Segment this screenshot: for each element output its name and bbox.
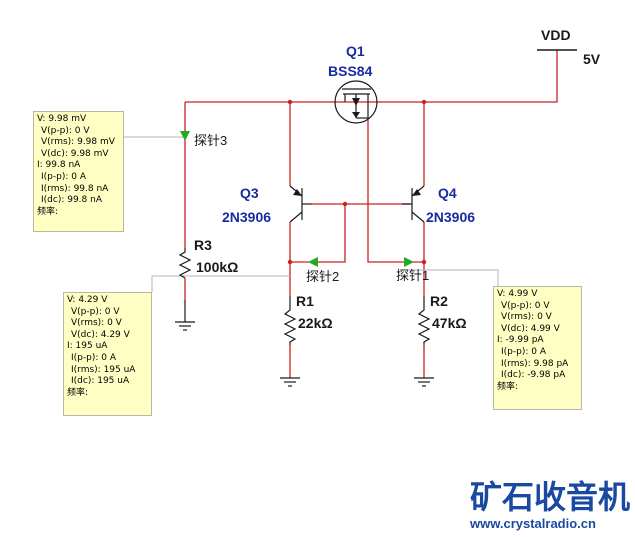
q1-mosfet[interactable] (334, 80, 378, 124)
q4-ref: Q4 (438, 185, 457, 201)
probe3-readout: V: 9.98 mV V(p-p): 0 V V(rms): 9.98 mV V… (33, 111, 124, 232)
ground-r1-icon (280, 377, 300, 387)
probe2-readout: V: 4.29 V V(p-p): 0 V V(rms): 0 V V(dc):… (63, 292, 152, 416)
readout-line: I(rms): 99.8 nA (41, 183, 109, 194)
leader-probe2 (151, 275, 290, 292)
readout-line: V(dc): 9.98 mV (41, 148, 109, 159)
probe-leaders (124, 136, 499, 292)
probe3-marker[interactable]: 探针3 (180, 131, 227, 148)
readout-line: 频率: (37, 206, 59, 217)
readout-line: V: 4.99 V (497, 289, 538, 299)
q4-arrow-icon (412, 189, 421, 196)
readout-line: I(rms): 195 uA (71, 364, 136, 375)
q1-body-circle (334, 80, 378, 124)
wire-vdd-rail (185, 50, 558, 103)
probe2-arrow-icon (308, 257, 318, 267)
junction-dot (342, 201, 348, 207)
q4-transistor[interactable] (402, 185, 425, 223)
r3-ref: R3 (194, 237, 212, 253)
r1-ref: R1 (296, 293, 314, 309)
q1-ref: Q1 (346, 43, 365, 59)
watermark-url: www.crystalradio.cn (469, 516, 596, 531)
r1-value: 22kΩ (298, 315, 333, 331)
r2-ref: R2 (430, 293, 448, 309)
readout-line: I(dc): 195 uA (71, 376, 130, 387)
q4-part: 2N3906 (426, 209, 475, 225)
readout-line: 频率: (67, 387, 89, 398)
readout-line: I(dc): 99.8 nA (41, 195, 102, 206)
readout-line: I: 99.8 nA (37, 160, 81, 171)
junction-dot (421, 259, 427, 265)
ground-r2-icon (414, 377, 434, 387)
vdd-value: 5V (583, 51, 601, 67)
readout-line: I(dc): -9.98 pA (501, 370, 566, 381)
ground-r3-icon (175, 321, 195, 331)
probe1-marker[interactable]: 探针1 (396, 257, 429, 283)
q1-part: BSS84 (328, 63, 373, 79)
probe2-label: 探针2 (306, 269, 339, 284)
r1-resistor[interactable] (283, 296, 297, 345)
probe3-label: 探针3 (194, 133, 227, 148)
readout-line: I(p-p): 0 A (501, 346, 546, 357)
readout-line: V(dc): 4.29 V (71, 329, 130, 340)
leader-probe1 (400, 269, 499, 288)
vdd-label: VDD (541, 27, 571, 43)
q4-collector-leg (411, 211, 425, 223)
probe2-marker[interactable]: 探针2 (306, 257, 339, 284)
readout-line: V: 9.98 mV (37, 114, 87, 124)
q3-transistor[interactable] (289, 185, 312, 223)
junction-dot (287, 99, 293, 105)
readout-line: V(rms): 0 V (71, 318, 122, 329)
readout-line: V(p-p): 0 V (41, 125, 90, 136)
q3-part: 2N3906 (222, 209, 271, 225)
wires (184, 50, 558, 378)
vdd-source[interactable]: VDD 5V (537, 27, 601, 67)
readout-line: 频率: (497, 381, 519, 392)
readout-line: V(p-p): 0 V (501, 300, 550, 311)
probe3-arrow-icon (180, 131, 190, 141)
readout-line: V(rms): 9.98 mV (41, 137, 115, 148)
readout-line: V(dc): 4.99 V (501, 323, 560, 334)
r3-value: 100kΩ (196, 259, 238, 275)
junction-dot (287, 259, 293, 265)
probe1-label: 探针1 (396, 268, 429, 283)
readout-line: I(rms): 9.98 pA (501, 358, 569, 369)
readout-line: I: -9.99 pA (497, 335, 544, 346)
q3-ref: Q3 (240, 185, 259, 201)
q3-arrow-icon (293, 189, 302, 196)
readout-line: I(p-p): 0 A (71, 352, 116, 363)
watermark-title: 矿石收音机 (470, 479, 630, 515)
wire-base-drop (290, 204, 346, 263)
junction-dot (421, 99, 427, 105)
r3-resistor[interactable] (178, 248, 192, 322)
readout-line: I(p-p): 0 A (41, 171, 86, 182)
r2-resistor[interactable] (417, 296, 431, 345)
readout-line: I: 195 uA (67, 341, 108, 352)
readout-line: V(rms): 0 V (501, 312, 552, 323)
junctions (287, 99, 427, 265)
readout-line: V: 4.29 V (67, 295, 108, 305)
probe1-arrow-icon (404, 257, 414, 267)
probe1-readout: V: 4.99 V V(p-p): 0 V V(rms): 0 V V(dc):… (493, 286, 582, 410)
wire-q1-drain (367, 118, 424, 263)
q3-collector-leg (289, 211, 303, 223)
r2-value: 47kΩ (432, 315, 467, 331)
q1-arrow-icon (352, 98, 360, 106)
readout-line: V(p-p): 0 V (71, 306, 120, 317)
